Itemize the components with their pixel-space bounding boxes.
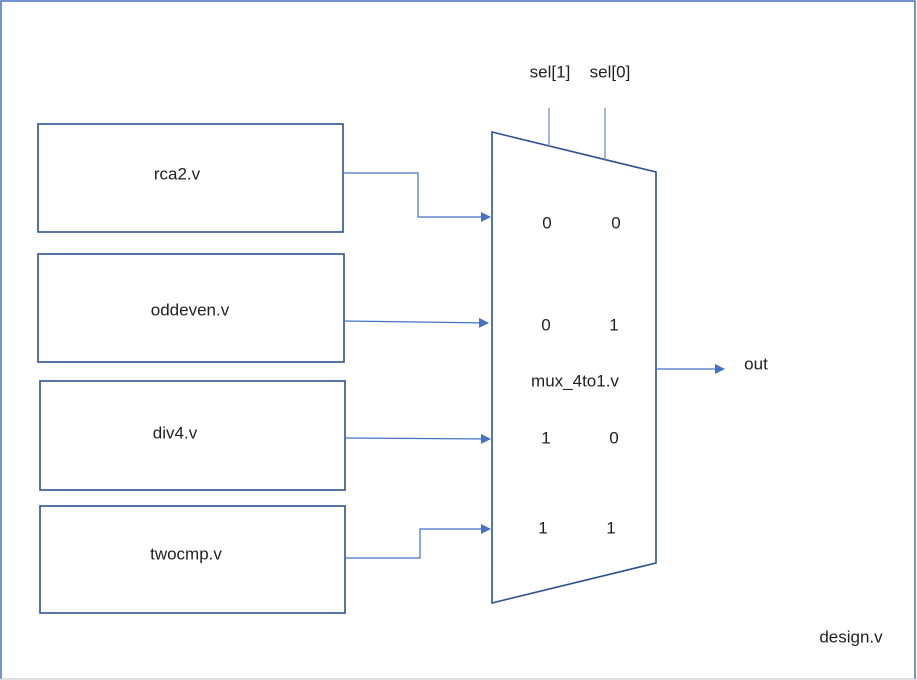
sel0-label: sel[0]	[589, 62, 631, 82]
module-label-rca2: rca2.v	[153, 164, 201, 184]
code-in0-sel0: 0	[611, 213, 621, 233]
module-box-rca2	[37, 123, 344, 233]
wire-rca2-to-mux	[344, 172, 491, 222]
module-label-div4: div4.v	[152, 423, 198, 443]
code-in3-sel1: 1	[538, 518, 548, 538]
sel1-label: sel[1]	[529, 62, 571, 82]
wire-oddeven-to-mux	[343, 317, 489, 328]
module-box-twocmp	[39, 505, 346, 614]
code-in2-sel1: 1	[541, 428, 551, 448]
code-in0-sel1: 0	[542, 213, 552, 233]
module-label-oddeven: oddeven.v	[150, 300, 230, 320]
wire-twocmp-to-mux	[345, 524, 491, 559]
code-in2-sel0: 0	[609, 428, 619, 448]
module-label-twocmp: twocmp.v	[150, 544, 222, 564]
output-label: out	[744, 354, 768, 374]
code-in3-sel0: 1	[606, 518, 616, 538]
module-box-oddeven	[37, 253, 345, 363]
code-in1-sel0: 1	[609, 315, 619, 335]
mux-shape	[491, 130, 657, 605]
design-label: design.v	[819, 627, 883, 647]
code-in1-sel1: 0	[541, 315, 551, 335]
mux-label: mux_4to1.v	[531, 371, 619, 391]
module-box-div4	[39, 380, 346, 491]
wire-div4-to-mux	[344, 433, 491, 444]
